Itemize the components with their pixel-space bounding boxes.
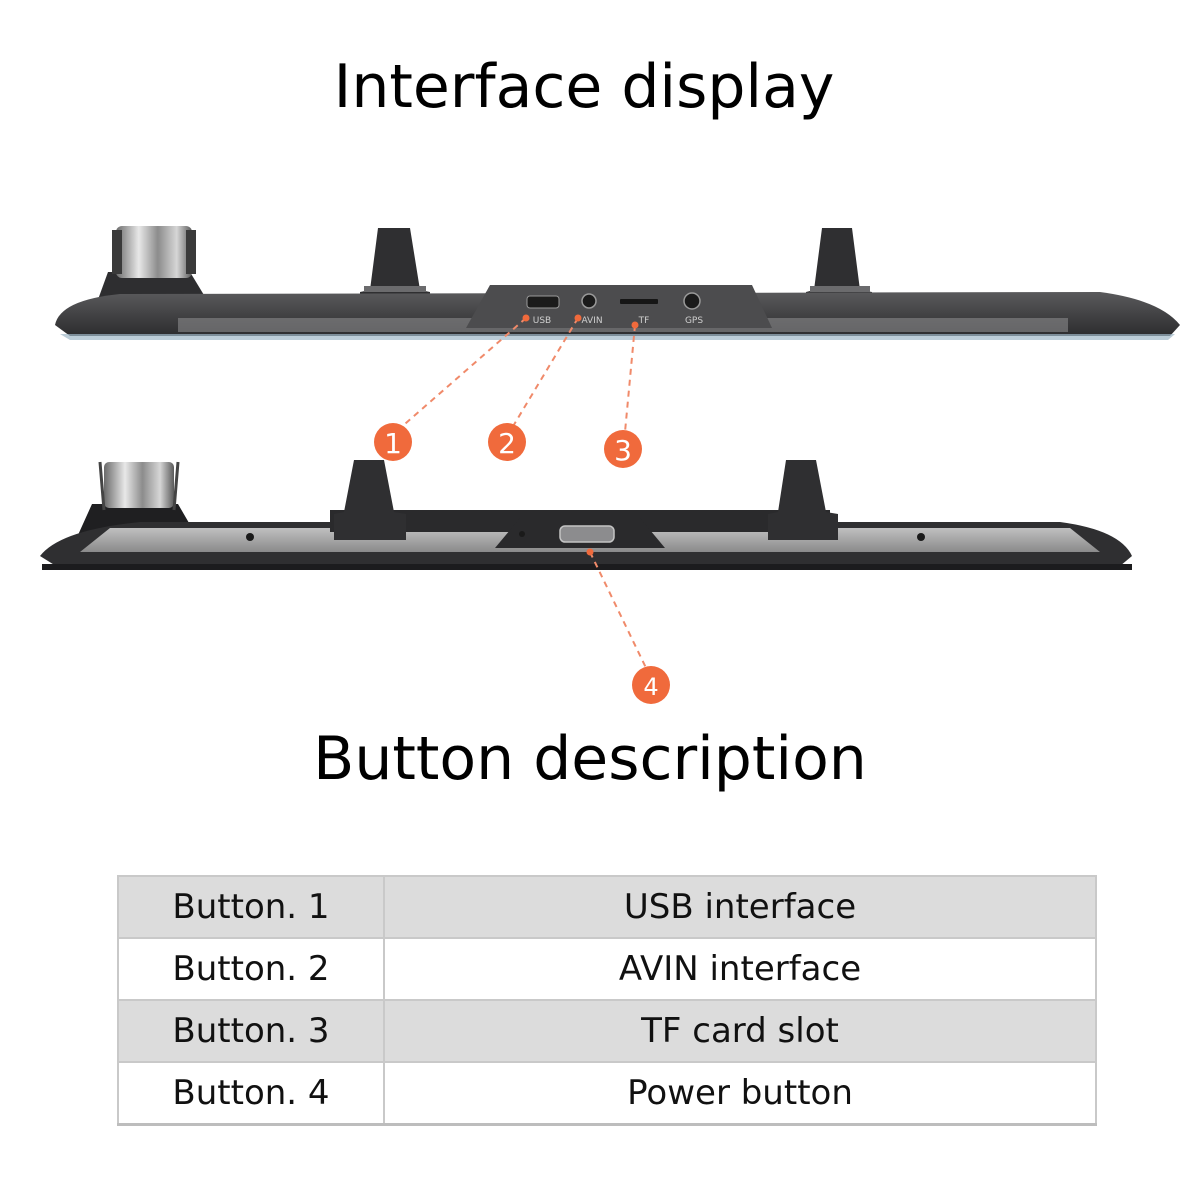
callout-3-number: 3 xyxy=(614,434,632,467)
button-number-cell: Button. 3 xyxy=(117,999,385,1063)
table-row: Button. 3 TF card slot xyxy=(117,999,1097,1063)
callout-4-number: 4 xyxy=(643,673,658,701)
table-row: Button. 4 Power button xyxy=(117,1061,1097,1126)
callout-1-number: 1 xyxy=(384,427,402,460)
device-diagram: USB AVIN TF GPS xyxy=(40,226,1180,704)
button-number-cell: Button. 4 xyxy=(117,1061,385,1126)
button-description-title: Button description xyxy=(313,724,867,794)
gps-label: GPS xyxy=(685,316,703,326)
table-row: Button. 1 USB interface xyxy=(117,875,1097,939)
callout-1: 1 xyxy=(374,423,412,461)
usb-label: USB xyxy=(533,316,551,326)
device-top-view: USB AVIN TF GPS xyxy=(55,226,1180,340)
power-button[interactable] xyxy=(559,525,615,543)
button-description-cell: TF card slot xyxy=(383,999,1097,1063)
leader-lines xyxy=(397,317,649,673)
mounting-clip-right xyxy=(806,228,872,306)
interface-display-title: Interface display xyxy=(333,52,835,122)
button-description-table: Button. 1 USB interface Button. 2 AVIN i… xyxy=(117,875,1097,1126)
button-description-cell: Power button xyxy=(383,1061,1097,1126)
mounting-clip-right xyxy=(768,460,838,540)
callout-2: 2 xyxy=(488,423,526,461)
button-description-cell: AVIN interface xyxy=(383,937,1097,1001)
mounting-clip-left xyxy=(360,228,430,306)
button-description-cell: USB interface xyxy=(383,875,1097,939)
avin-label: AVIN xyxy=(581,316,602,326)
callout-2-number: 2 xyxy=(498,427,516,460)
tf-label: TF xyxy=(638,316,650,326)
table-row: Button. 2 AVIN interface xyxy=(117,937,1097,1001)
camera-lens-icon xyxy=(96,226,210,305)
mounting-clip-left xyxy=(334,460,406,540)
button-number-cell: Button. 1 xyxy=(117,875,385,939)
button-number-cell: Button. 2 xyxy=(117,937,385,1001)
callout-4: 4 xyxy=(632,666,670,704)
callout-3: 3 xyxy=(604,430,642,468)
device-bottom-view xyxy=(40,460,1132,570)
